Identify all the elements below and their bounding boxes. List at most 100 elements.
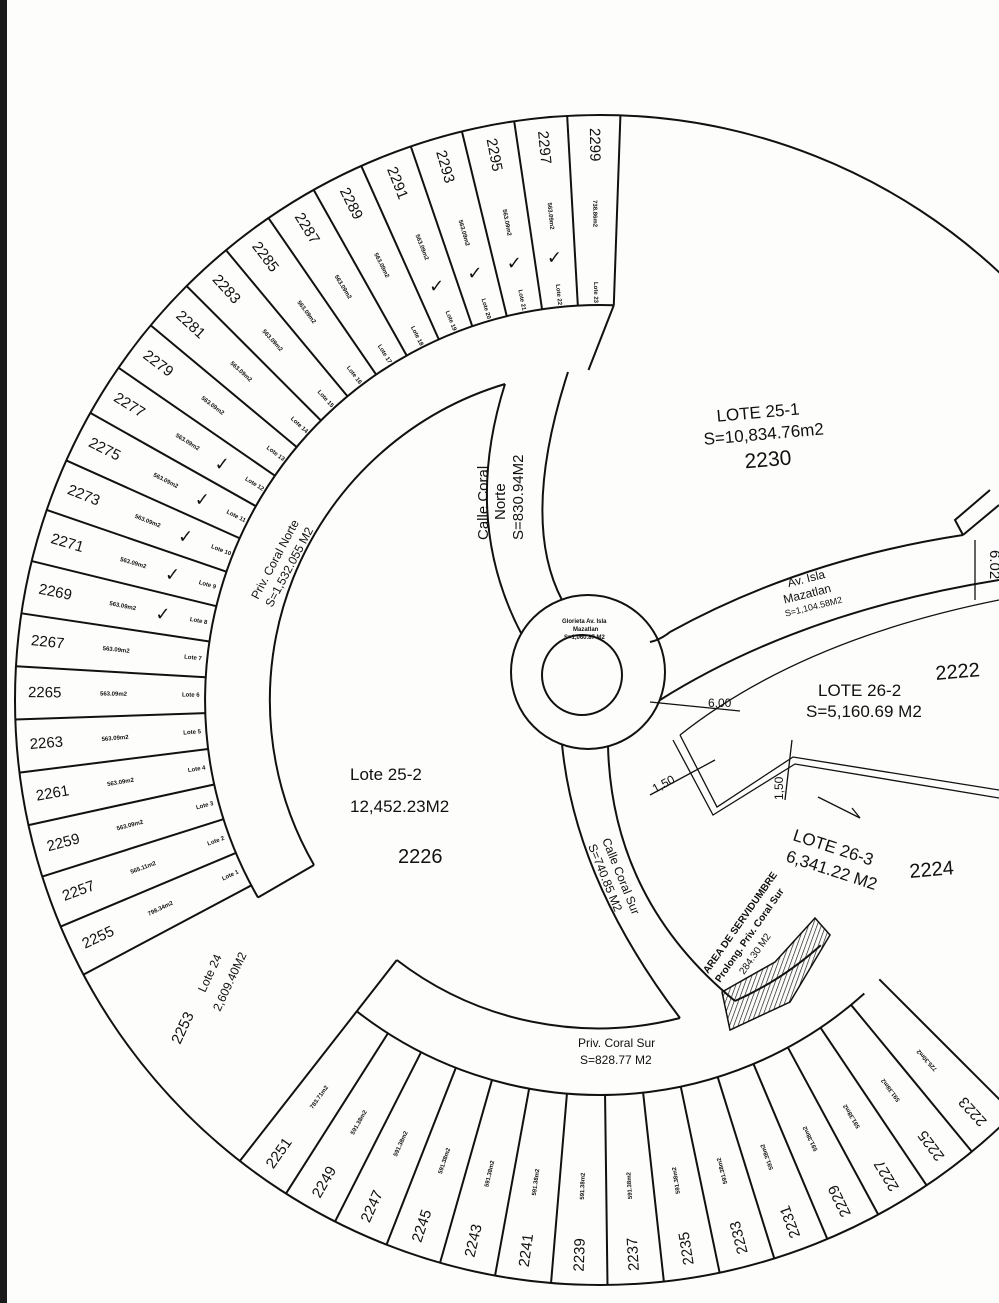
lot-number: 2279 — [140, 347, 177, 381]
priv-coral-sur-inner-edge — [396, 959, 681, 1030]
lot-area: 12,452.23M2 — [350, 797, 449, 816]
glorieta-label: Glorieta Av. Isla Mazatlan S=1,060.87 M2 — [562, 619, 607, 641]
lot-boundary — [117, 366, 276, 477]
lot-lote-label: Lote 23 — [592, 282, 598, 304]
lot-area: 563.09m2 — [261, 329, 284, 354]
lot-boundary — [150, 324, 298, 448]
lot-boundary — [953, 489, 991, 536]
lote-24: Lote 24 2,609.40M2 2253 — [168, 950, 249, 1047]
roundabout-island — [541, 634, 623, 716]
lot-boundary — [494, 1088, 531, 1276]
checkmark-icon: ✓ — [547, 247, 562, 268]
lot-boundary — [612, 115, 622, 306]
lot-area: S=5,160.69 M2 — [806, 702, 922, 721]
lot-number: 2251 — [263, 1135, 296, 1172]
scan-border — [0, 0, 7, 1303]
lot-number: 2230 — [744, 446, 793, 473]
lot-area: 563.09m2 — [109, 601, 137, 612]
lot-area: 563.09m2 — [200, 396, 226, 418]
calle-coral-sur-west-edge — [561, 743, 681, 1019]
dimension-line — [649, 759, 716, 796]
lot-2251[interactable]: 2251 783.71m2 — [263, 1084, 331, 1171]
lot-area: 591.38m2 — [672, 1166, 682, 1194]
lot-number: 2291 — [383, 164, 411, 201]
lot-number: 2249 — [309, 1163, 340, 1200]
checkmark-icon: ✓ — [195, 489, 210, 510]
calle-coral-sur-label: Calle Coral Sur S=740.85 M2 — [585, 836, 642, 917]
servidumbre-hatched-area — [721, 916, 831, 1032]
lot-number: 2285 — [248, 239, 282, 276]
priv-coral-sur-outer-edge — [356, 992, 865, 1096]
calle-coral-sur-east-edge — [607, 745, 736, 1002]
lot-area: 563.09m2 — [372, 252, 390, 279]
lot-lote-label: Lote 20 — [480, 298, 492, 320]
roundabout-area: S=1,060.87 M2 — [564, 635, 606, 641]
lot-lote-label: Lote 18 — [409, 326, 424, 348]
priv-coral-sur-label: Priv. Coral Sur S=828.77 M2 — [578, 1036, 655, 1067]
lot-2235[interactable]: 2235 591.38m2 — [672, 1166, 698, 1266]
road-name: Priv. Coral Sur — [578, 1036, 655, 1050]
lot-lote-label: Lote 11 — [225, 509, 247, 524]
lot-lote-label: Lote 7 — [184, 654, 203, 662]
road-area: S=830.94M2 — [510, 455, 527, 540]
lot-label: LOTE 26-2 — [818, 681, 901, 700]
edge-dimension: 6.02 — [986, 550, 999, 579]
priv-coral-norte-outer-edge — [204, 303, 614, 898]
lot-2227[interactable]: 2227 591.38m2 — [842, 1102, 902, 1194]
arrow-mark — [817, 796, 861, 819]
lot-number: 2281 — [172, 307, 208, 342]
lot-area: 563.09m2 — [174, 433, 201, 453]
lot-area: 591.38m2 — [842, 1102, 861, 1129]
lot-lote-label: Lote 8 — [189, 617, 208, 626]
lot-area: 563.09m2 — [546, 202, 555, 230]
lot-boundary — [360, 165, 440, 340]
lot-number: 2231 — [777, 1203, 804, 1240]
checkmark-icon: ✓ — [507, 253, 522, 274]
lot-number: 2293 — [432, 148, 458, 185]
dimension-line — [649, 701, 741, 712]
priv-coral-norte-inner-edge — [268, 383, 506, 866]
lot-26-2-boundary — [679, 599, 999, 736]
calle-coral-norte-label: Calle Coral Norte S=830.94M2 — [475, 455, 527, 540]
lot-number: 2297 — [534, 130, 554, 165]
lot-lote-label: Lote 13 — [265, 445, 286, 463]
priv-coral-norte-label: Priv. Coral Norte S=1,532.055 M2 — [248, 517, 316, 609]
lot-lote-label: Lote 1 — [221, 869, 240, 882]
lot-number: 2287 — [291, 210, 323, 247]
lot-number: 2275 — [86, 434, 123, 464]
roundabout — [510, 594, 666, 750]
lot-area: 783.71m2 — [310, 1084, 331, 1110]
lot-number: 2235 — [676, 1231, 698, 1267]
lot-lote-label: Lote 5 — [183, 729, 202, 736]
lot-area: 563.09m2 — [134, 514, 162, 530]
road-name: Norte — [492, 483, 509, 520]
roundabout-name: Glorieta Av. Isla — [562, 619, 607, 625]
lot-lote-label: Lote 16 — [345, 365, 363, 386]
lot-number: 2227 — [871, 1157, 903, 1194]
lot-number: 2283 — [209, 271, 244, 307]
